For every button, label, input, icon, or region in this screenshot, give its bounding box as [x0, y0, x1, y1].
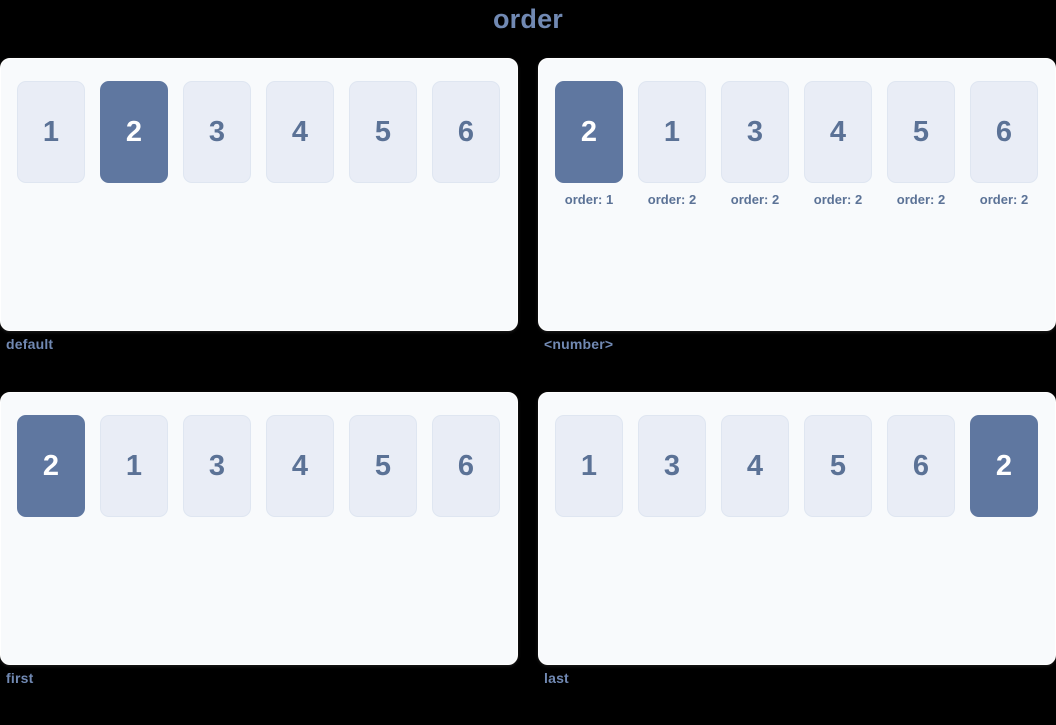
- flex-item[interactable]: 4: [721, 415, 789, 517]
- order-sublabel: order: 2: [979, 192, 1029, 207]
- flex-item-box[interactable]: 6: [432, 81, 500, 183]
- panel-label: <number>: [544, 336, 614, 352]
- flex-item[interactable]: 2: [100, 81, 168, 183]
- flex-item[interactable]: 4: [266, 415, 334, 517]
- flex-item-box[interactable]: 1: [100, 415, 168, 517]
- flex-item[interactable]: 5 order: 2: [887, 81, 955, 207]
- flex-container: 2 order: 1 1 order: 2 3 order: 2 4 order: 2 5 ord…: [555, 81, 1055, 207]
- flex-item[interactable]: 1 order: 2: [638, 81, 706, 207]
- flex-item-box-highlighted[interactable]: 2: [970, 415, 1038, 517]
- flex-item[interactable]: 6: [432, 415, 500, 517]
- flex-item-box[interactable]: 4: [266, 415, 334, 517]
- flex-item[interactable]: 2: [970, 415, 1038, 517]
- panel-label: default: [6, 336, 54, 352]
- flex-item-box[interactable]: 4: [804, 81, 872, 183]
- order-sublabel: order: 1: [564, 192, 614, 207]
- flex-item-box[interactable]: 3: [183, 415, 251, 517]
- flex-item[interactable]: 3 order: 2: [721, 81, 789, 207]
- flex-item-box[interactable]: 4: [721, 415, 789, 517]
- flex-item[interactable]: 1: [17, 81, 85, 183]
- flex-item-box[interactable]: 6: [887, 415, 955, 517]
- flex-item[interactable]: 6 order: 2: [970, 81, 1038, 207]
- flex-item-box[interactable]: 1: [17, 81, 85, 183]
- flex-item[interactable]: 3: [183, 81, 251, 183]
- flex-item[interactable]: 4 order: 2: [804, 81, 872, 207]
- flex-item-box-highlighted[interactable]: 2: [17, 415, 85, 517]
- flex-item[interactable]: 3: [183, 415, 251, 517]
- flex-item-box[interactable]: 1: [555, 415, 623, 517]
- flex-item-box[interactable]: 6: [432, 415, 500, 517]
- flex-item[interactable]: 4: [266, 81, 334, 183]
- order-sublabel: order: 2: [896, 192, 946, 207]
- page-title: order: [492, 4, 564, 34]
- flex-item[interactable]: 1: [555, 415, 623, 517]
- order-sublabel: order: 2: [730, 192, 780, 207]
- flex-item[interactable]: 3: [638, 415, 706, 517]
- flex-item-box[interactable]: 6: [970, 81, 1038, 183]
- flex-item-box[interactable]: 5: [804, 415, 872, 517]
- flex-item[interactable]: 6: [432, 81, 500, 183]
- order-sublabel: order: 2: [647, 192, 697, 207]
- demo-panel: 2 order: 1 1 order: 2 3 order: 2 4 order: 2 5 ord…: [538, 58, 1056, 331]
- panel-label: first: [6, 670, 34, 686]
- flex-item-box[interactable]: 3: [721, 81, 789, 183]
- order-sublabel: order: 2: [813, 192, 863, 207]
- flex-item-box[interactable]: 4: [266, 81, 334, 183]
- panel-label: last: [544, 670, 569, 686]
- flex-item[interactable]: 6: [887, 415, 955, 517]
- flex-item-box[interactable]: 5: [349, 415, 417, 517]
- flex-item-box-highlighted[interactable]: 2: [100, 81, 168, 183]
- flex-item[interactable]: 5: [349, 81, 417, 183]
- flex-item-box[interactable]: 5: [887, 81, 955, 183]
- flex-item-box[interactable]: 3: [183, 81, 251, 183]
- flex-item[interactable]: 5: [349, 415, 417, 517]
- flex-item[interactable]: 2 order: 1: [555, 81, 623, 207]
- flex-item-box[interactable]: 3: [638, 415, 706, 517]
- flex-item-box-highlighted[interactable]: 2: [555, 81, 623, 183]
- flex-item-box[interactable]: 1: [638, 81, 706, 183]
- flex-item[interactable]: 1: [100, 415, 168, 517]
- flex-item-box[interactable]: 5: [349, 81, 417, 183]
- panel-cell: 2 order: 1 1 order: 2 3 order: 2 4 order: 2 5 ord…: [538, 58, 1056, 352]
- flex-item[interactable]: 5: [804, 415, 872, 517]
- flex-item[interactable]: 2: [17, 415, 85, 517]
